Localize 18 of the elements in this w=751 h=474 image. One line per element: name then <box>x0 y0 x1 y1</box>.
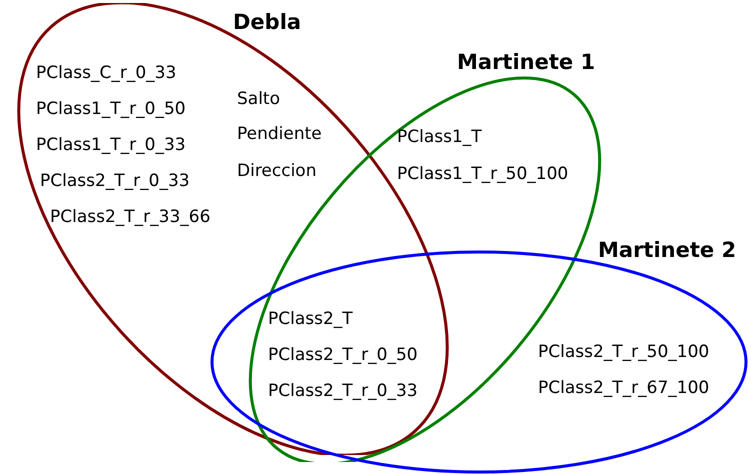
set-item: PClass2_T_r_50_100 <box>538 342 710 362</box>
set-item: PClass2_T <box>268 309 353 329</box>
set-item: Salto <box>237 89 280 109</box>
set-item: PClass2_T_r_0_33 <box>268 381 418 401</box>
set-item: PClass2_T_r_33_66 <box>50 207 210 227</box>
set-item: PClass2_T_r_0_33 <box>40 171 190 191</box>
set-title: Martinete 1 <box>457 50 596 74</box>
set-item: PClass1_T_r_0_33 <box>36 135 186 155</box>
set-item: PClass_C_r_0_33 <box>36 63 176 83</box>
set-title: Martinete 2 <box>598 238 736 262</box>
set-item: PClass1_T_r_50_100 <box>397 164 568 184</box>
set-item: PClass2_T_r_67_100 <box>538 378 710 398</box>
set-item: PClass1_T <box>397 127 482 147</box>
set-item: PClass1_T_r_0_50 <box>36 99 186 119</box>
set-item: Direccion <box>237 161 316 181</box>
set-item: PClass2_T_r_0_50 <box>268 345 418 365</box>
set-title: Debla <box>233 10 302 34</box>
set-item: Pendiente <box>237 124 322 144</box>
